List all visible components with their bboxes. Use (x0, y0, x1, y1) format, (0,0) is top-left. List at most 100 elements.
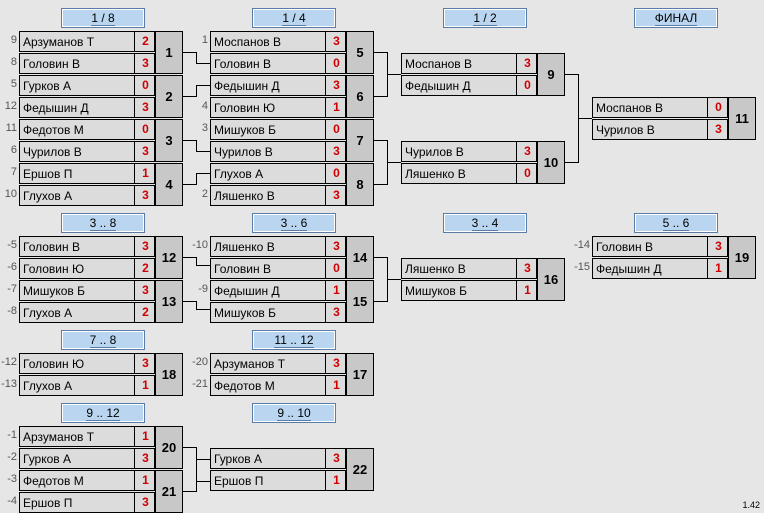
player-name: Ершов П (23, 167, 73, 181)
round-header-7-8: 7 .. 8 (61, 330, 145, 350)
player-score: 3 (325, 354, 347, 373)
round-header-label: 9 .. 10 (277, 406, 311, 421)
round-header-11-12: 11 .. 12 (252, 330, 336, 350)
player-score: 3 (134, 237, 156, 256)
connector-line (196, 85, 197, 97)
player-row: Головин В 3 (19, 236, 155, 257)
player-name: Головин В (214, 57, 271, 71)
player-score: 2 (134, 303, 156, 322)
player-name: Чурилов В (214, 145, 273, 159)
connector-line (374, 301, 388, 302)
player-score: 1 (325, 281, 347, 300)
player-name: Гурков А (23, 79, 72, 93)
seed-label: 8 (10, 56, 17, 68)
match-number: 14 (346, 236, 374, 279)
connector-line (196, 173, 210, 174)
player-name: Федышин Д (596, 262, 662, 276)
player-score: 0 (325, 164, 347, 183)
player-name: Гурков А (214, 452, 263, 466)
player-score: 0 (707, 98, 729, 117)
round-header-label: 3 .. 4 (471, 216, 499, 231)
match-number: 3 (155, 119, 183, 162)
seed-label: -1 (7, 429, 17, 441)
player-name: Ершов П (23, 496, 73, 510)
round-header-9-12: 9 .. 12 (61, 403, 145, 423)
player-name: Чурилов В (23, 145, 82, 159)
round-header-label: 9 .. 12 (86, 406, 120, 421)
player-name: Головин В (23, 240, 80, 254)
seed-label: 5 (10, 78, 17, 90)
player-score: 0 (325, 259, 347, 278)
player-score: 3 (134, 449, 156, 468)
connector-line (578, 118, 592, 119)
player-score: 3 (134, 186, 156, 205)
player-score: 1 (325, 471, 347, 490)
connector-line (196, 173, 197, 185)
connector-line (183, 301, 197, 302)
seed-label: 2 (201, 188, 208, 200)
round-header-1-4: 1 / 4 (252, 8, 336, 28)
connector-line (183, 52, 197, 53)
connector-line (183, 184, 197, 185)
player-score: 3 (134, 281, 156, 300)
match-number: 15 (346, 280, 374, 323)
player-name: Головин Ю (23, 357, 85, 371)
round-header-3-4: 3 .. 4 (443, 213, 527, 233)
round-header-label: 11 .. 12 (274, 333, 314, 348)
round-header-label: 1 / 8 (91, 11, 115, 26)
round-header-1-2: 1 / 2 (443, 8, 527, 28)
player-name: Головин В (214, 262, 271, 276)
match-number: 20 (155, 426, 183, 469)
connector-line (196, 265, 210, 266)
player-score: 1 (134, 427, 156, 446)
match-number: 16 (537, 258, 565, 301)
player-score: 3 (325, 32, 347, 51)
player-score: 3 (325, 449, 347, 468)
player-score: 3 (516, 142, 538, 161)
player-name: Мишуков Б (214, 123, 276, 137)
player-name: Головин В (596, 240, 653, 254)
player-score: 1 (325, 376, 347, 395)
player-name: Федышин Д (214, 79, 280, 93)
seed-label: -20 (192, 356, 208, 368)
seed-label: -4 (7, 495, 17, 507)
player-name: Моспанов В (596, 101, 663, 115)
connector-line (196, 85, 210, 86)
match-number: 18 (155, 353, 183, 396)
match-number: 1 (155, 31, 183, 74)
seed-label: 10 (4, 188, 17, 200)
seed-label: -8 (7, 305, 17, 317)
connector-line (387, 279, 401, 280)
player-name: Глухов А (214, 167, 264, 181)
player-name: Мишуков Б (405, 284, 467, 298)
player-score: 1 (325, 98, 347, 117)
seed-label: 12 (4, 100, 17, 112)
seed-label: 1 (201, 34, 208, 46)
connector-line (374, 257, 388, 258)
player-name: Чурилов В (405, 145, 464, 159)
player-row: Чурилов В 3 (401, 141, 537, 162)
player-row: Мишуков Б 1 (401, 280, 537, 301)
player-score: 1 (516, 281, 538, 300)
match-number: 8 (346, 163, 374, 206)
connector-line (196, 63, 210, 64)
seed-label: 6 (10, 144, 17, 156)
match-number: 12 (155, 236, 183, 279)
player-score: 3 (134, 54, 156, 73)
match-number: 5 (346, 31, 374, 74)
